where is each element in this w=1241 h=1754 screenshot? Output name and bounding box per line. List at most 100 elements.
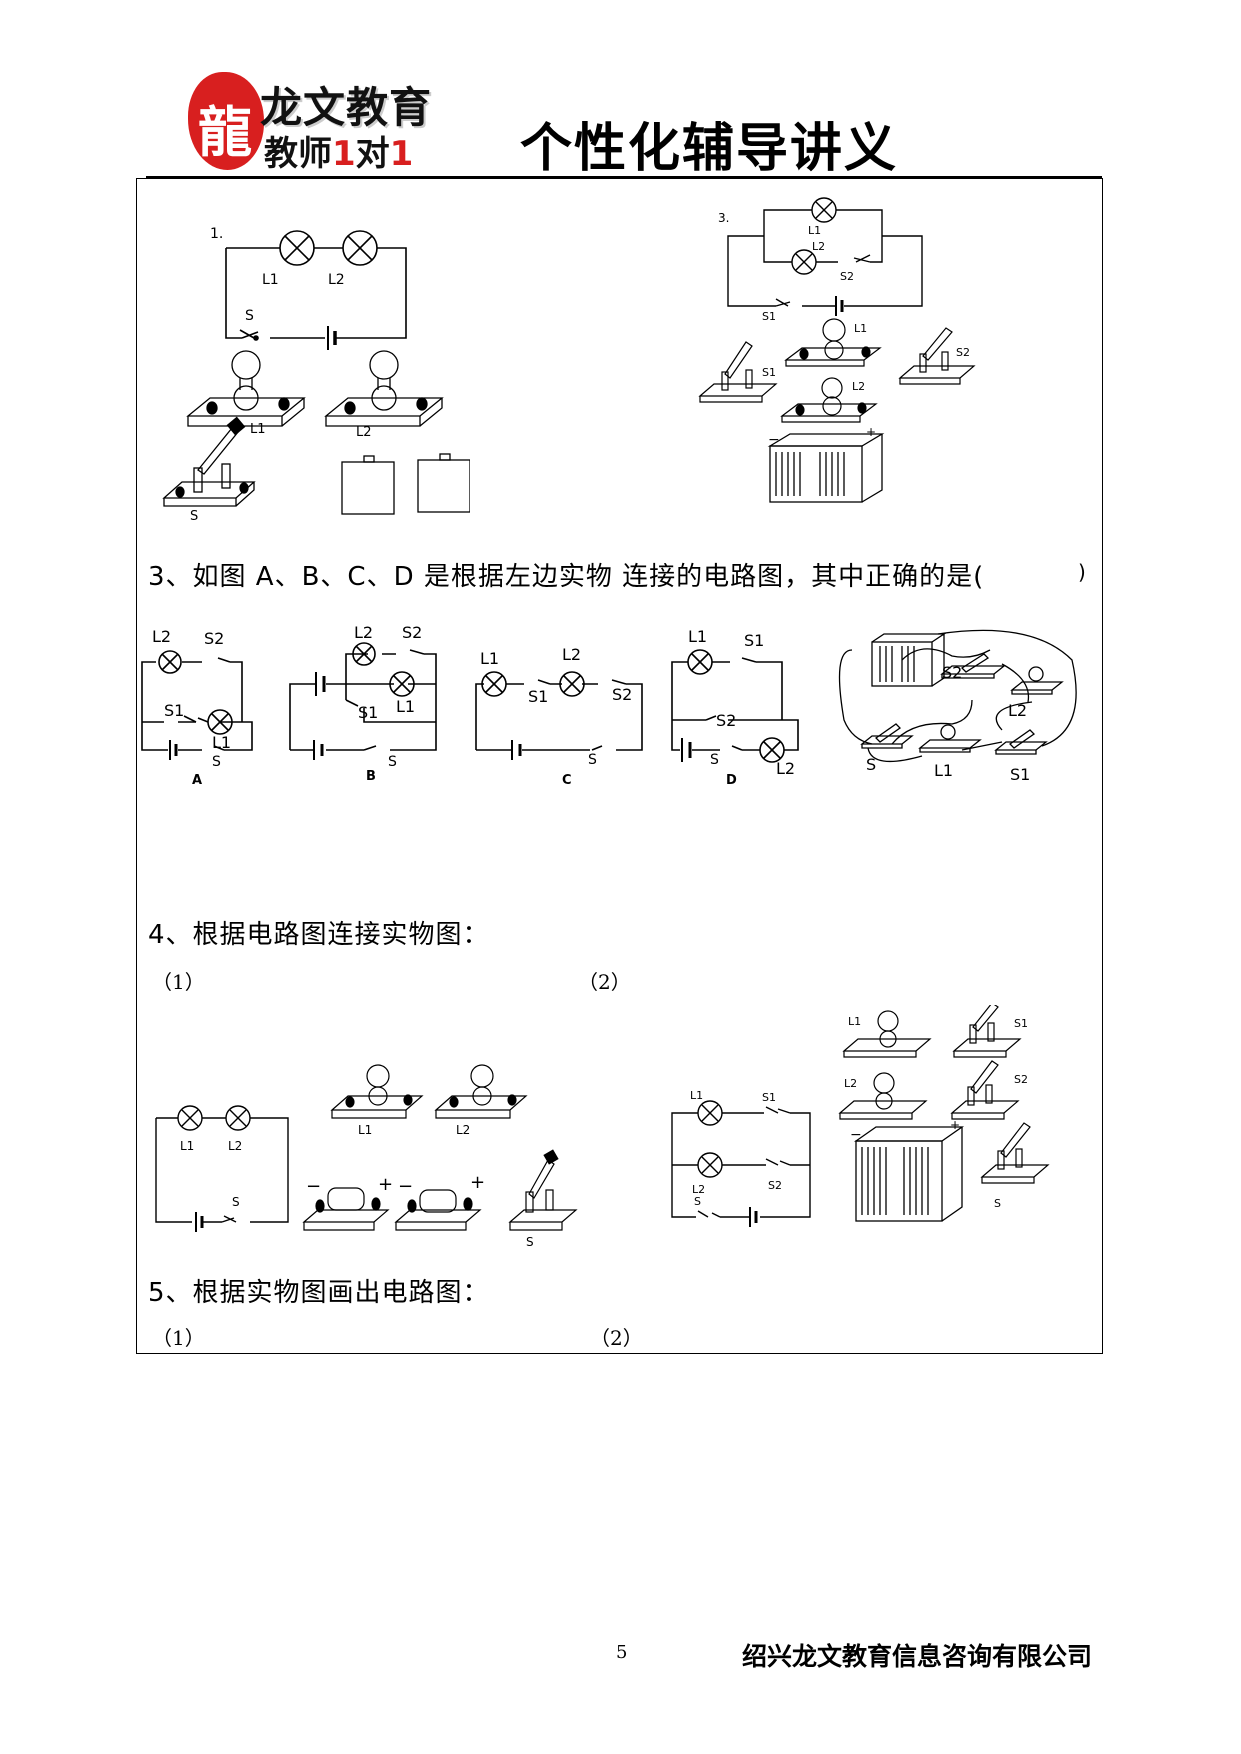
circuit-b-l2	[352, 642, 376, 666]
question-4-sub-1: （1）	[152, 970, 205, 994]
svg-text:L2: L2	[776, 759, 795, 778]
fig3-number: 3.	[718, 211, 729, 225]
circuit-c-l2	[559, 671, 585, 697]
fig1-obj-label-l2: L2	[356, 425, 372, 440]
fig3-lamp-board-l2	[780, 377, 878, 423]
q4c1-lamp-board-l1	[330, 1064, 424, 1119]
fig1-obj-label-s: S	[190, 509, 198, 524]
fig1-switch-pivot	[253, 335, 259, 341]
fig3-switch-s1-blade	[775, 298, 789, 307]
circuit-d-letter: D	[726, 773, 737, 788]
circuit-b-letter: B	[366, 769, 376, 784]
svg-text:S: S	[526, 1235, 534, 1249]
fig1-switch-board	[162, 416, 256, 507]
fig3-obj-label-l1: L1	[854, 322, 867, 335]
fig1-switch-blade	[239, 329, 255, 339]
q3-phys-switch-s1	[994, 729, 1048, 755]
circuit-a-letter: A	[192, 773, 202, 788]
fig3-label-l2: L2	[812, 240, 825, 253]
question-4-sub-2: （2）	[578, 970, 631, 994]
document-title: 个性化辅导讲义	[520, 118, 899, 179]
fig3-label-s1: S1	[762, 310, 776, 323]
q4c2-switch-board-s	[980, 1122, 1050, 1184]
fig1-lamp-board-l1	[186, 350, 306, 427]
fig3-obj-label-l2: L2	[852, 380, 865, 393]
circuit-d-l1	[687, 649, 713, 675]
q4c1-lamp-board-l2	[434, 1064, 528, 1119]
question-3-text: 3、如图 A、B、C、D 是根据左边实物 连接的电路图，其中正确的是(	[148, 562, 985, 592]
logo-tagline: 教师1对1	[264, 134, 414, 174]
footer-company-name: 绍兴龙文教育信息咨询有限公司	[742, 1642, 1093, 1671]
fig3-obj-label-s1: S1	[762, 366, 776, 379]
svg-text:S: S	[388, 754, 397, 770]
svg-text:+: +	[378, 1174, 393, 1195]
fig3-lamp-l1-symbol	[811, 197, 837, 223]
q3-phys-label-s2: S2	[942, 663, 962, 682]
fig3-switch-s2-blade	[855, 254, 871, 263]
circuit-b-l1	[389, 671, 415, 697]
q3-phys-label-l1: L1	[934, 761, 953, 780]
svg-text:L2: L2	[228, 1139, 242, 1153]
q4c1-l1	[177, 1105, 203, 1131]
figure-3: 3. L1 L2 S2 S1 L1 S1 S2 L2 −+	[698, 197, 976, 503]
q4c1-cell-2: −+	[394, 1172, 485, 1231]
svg-text:S: S	[212, 754, 221, 770]
logo-brand-name: 龙文教育	[260, 83, 433, 132]
fig1-obj-label-l1: L1	[250, 422, 266, 437]
svg-text:+: +	[866, 425, 876, 439]
circuit-c-letter: C	[562, 773, 572, 788]
fig1-label-s: S	[245, 308, 254, 324]
fig1-label-l1: L1	[262, 272, 279, 288]
svg-text:+: +	[950, 1118, 960, 1132]
fig3-lamp-l2-symbol	[791, 249, 817, 275]
fig3-label-s2: S2	[840, 270, 854, 283]
question-4-figure-1: L1 L2 S L1 L2 −+ −+ S	[155, 1064, 578, 1249]
question-5-sub-1: （1）	[152, 1326, 205, 1350]
q4c2-switch-board-s1	[952, 1005, 1022, 1058]
q4c2-l1	[697, 1100, 723, 1126]
q4c2-switch-board-s2	[950, 1060, 1020, 1120]
circuit-a: L2 S2 S1 L1 S A	[141, 627, 253, 788]
page-number: 5	[616, 1642, 628, 1663]
q4c2-lamp-board-l1	[842, 1010, 932, 1058]
svg-text:L2: L2	[152, 627, 171, 646]
svg-text:S: S	[710, 752, 719, 768]
svg-text:L2: L2	[562, 645, 581, 664]
svg-text:−: −	[398, 1176, 413, 1197]
fig1-lamp-l2-symbol	[342, 230, 378, 266]
fig1-circuit-wires	[225, 247, 407, 339]
question-3-answer-close: )	[1078, 560, 1087, 584]
svg-text:S1: S1	[744, 631, 764, 650]
question-5-sub-2: （2）	[590, 1326, 643, 1350]
svg-text:S1: S1	[358, 703, 378, 722]
fig3-battery-box: −+	[767, 425, 885, 503]
logo-emblem	[188, 72, 264, 170]
svg-text:L1: L1	[480, 649, 499, 668]
circuit-a-l1	[207, 709, 233, 735]
content-frame	[136, 178, 1103, 1354]
fig3-switch-board-s2	[898, 327, 976, 385]
q4c2-battery-box: −+	[850, 1118, 965, 1222]
svg-text:S: S	[588, 752, 597, 768]
svg-text:S1: S1	[762, 1091, 776, 1104]
fig3-label-l1: L1	[808, 224, 821, 237]
svg-text:S2: S2	[402, 623, 422, 642]
svg-text:L2: L2	[692, 1183, 705, 1196]
q4c1-switch-board	[508, 1149, 578, 1231]
svg-text:S1: S1	[528, 687, 548, 706]
svg-text:L1: L1	[688, 627, 707, 646]
circuit-b: L2 S2 S1 L1 S B	[289, 623, 437, 784]
svg-text:S: S	[994, 1197, 1001, 1210]
svg-text:S2: S2	[716, 711, 736, 730]
fig3-circuit-wires	[727, 209, 923, 307]
q3-phys-lamp-l1	[918, 724, 982, 753]
question-4-figure-2: L1 S1 L2 S2 S L1 S1 L2 S2 −+ S	[671, 1005, 1050, 1227]
circuit-c: L1 L2 S1 S2 S C	[475, 645, 643, 788]
q3-phys-label-l2: L2	[1008, 701, 1027, 720]
figure-1: 1. L1 L2 S L1 L2 S	[162, 226, 470, 524]
question-5-text: 5、根据实物图画出电路图：	[148, 1278, 490, 1308]
fig1-number: 1.	[210, 226, 223, 242]
svg-text:S: S	[694, 1195, 701, 1208]
svg-text:S2: S2	[1014, 1073, 1028, 1086]
svg-text:L2: L2	[354, 623, 373, 642]
